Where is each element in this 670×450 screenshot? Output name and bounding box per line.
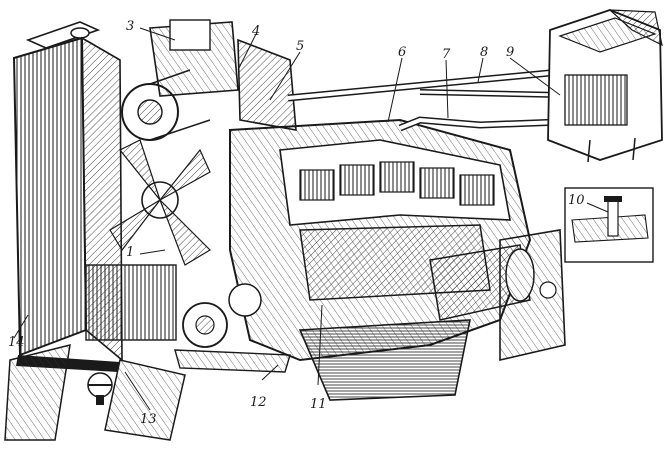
fan bbox=[109, 139, 211, 266]
callout-4: 4 bbox=[252, 24, 261, 39]
leader-lines bbox=[13, 27, 609, 411]
cylinder-heads bbox=[299, 161, 495, 206]
callout-12: 12 bbox=[250, 395, 267, 410]
radiator-support bbox=[4, 343, 186, 441]
callout-1: 1 bbox=[126, 245, 135, 260]
callout-6: 6 bbox=[398, 45, 407, 60]
pulley-and-belt bbox=[121, 69, 211, 141]
pipes bbox=[287, 68, 561, 132]
callout-8: 8 bbox=[480, 45, 489, 60]
heater-unit bbox=[547, 9, 663, 163]
callout-13: 13 bbox=[140, 412, 157, 427]
callout-14: 14 bbox=[8, 335, 25, 350]
callout-11: 11 bbox=[310, 397, 327, 412]
front-accessories bbox=[174, 283, 291, 373]
callout-9: 9 bbox=[506, 45, 515, 60]
callout-7: 7 bbox=[442, 47, 451, 62]
callout-5: 5 bbox=[296, 39, 305, 54]
inset-detail bbox=[564, 187, 654, 263]
callout-3: 3 bbox=[126, 19, 135, 34]
callout-10: 10 bbox=[568, 193, 585, 208]
bell-housing bbox=[499, 229, 566, 362]
radiator bbox=[12, 21, 177, 372]
